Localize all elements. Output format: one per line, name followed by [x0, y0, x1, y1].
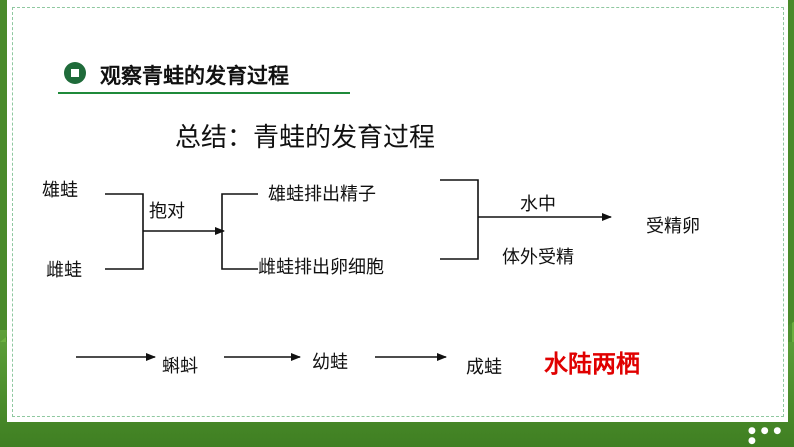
node-young-frog: 幼蛙: [312, 352, 348, 373]
section-title: 观察青蛙的发育过程: [100, 64, 289, 88]
node-female-release: 雌蛙排出卵细胞: [258, 257, 384, 278]
dashed-border: [12, 7, 784, 417]
node-external-fertilization: 体外受精: [502, 247, 574, 268]
bracket-parents: [105, 193, 144, 270]
node-male-release: 雄蛙排出精子: [268, 184, 376, 205]
bullet-icon: [64, 62, 86, 84]
node-male: 雄蛙: [42, 180, 78, 201]
node-amplexus: 抱对: [149, 201, 185, 222]
node-adult-frog: 成蛙: [466, 357, 502, 378]
bracket-releases: [221, 193, 258, 270]
node-fertilized-egg: 受精卵: [646, 216, 700, 237]
title-underline: [58, 92, 350, 94]
summary-title: 总结：青蛙的发育过程: [175, 123, 436, 153]
decor-dots: ● ● ● ●: [748, 426, 783, 446]
node-female: 雌蛙: [46, 260, 82, 281]
node-amphibian: 水陆两栖: [544, 350, 640, 378]
node-in-water: 水中: [520, 194, 556, 215]
node-tadpole: 蝌蚪: [162, 356, 198, 377]
bracket-fertilization: [440, 179, 479, 260]
slide-panel: [7, 0, 788, 422]
